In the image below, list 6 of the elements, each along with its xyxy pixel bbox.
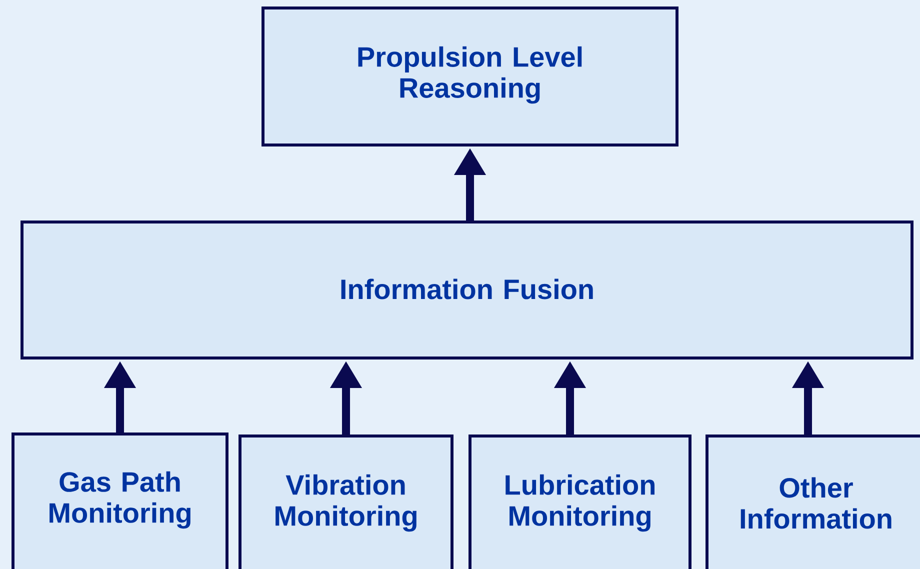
process-box: Information Fusion — [20, 220, 914, 360]
process-box: Propulsion Level Reasoning — [262, 6, 678, 146]
process-box: Other Information — [706, 434, 920, 569]
process-box: Gas Path Monitoring — [12, 432, 228, 569]
process-box: Vibration Monitoring — [238, 434, 454, 569]
process-box: Lubrication Monitoring — [468, 434, 692, 569]
